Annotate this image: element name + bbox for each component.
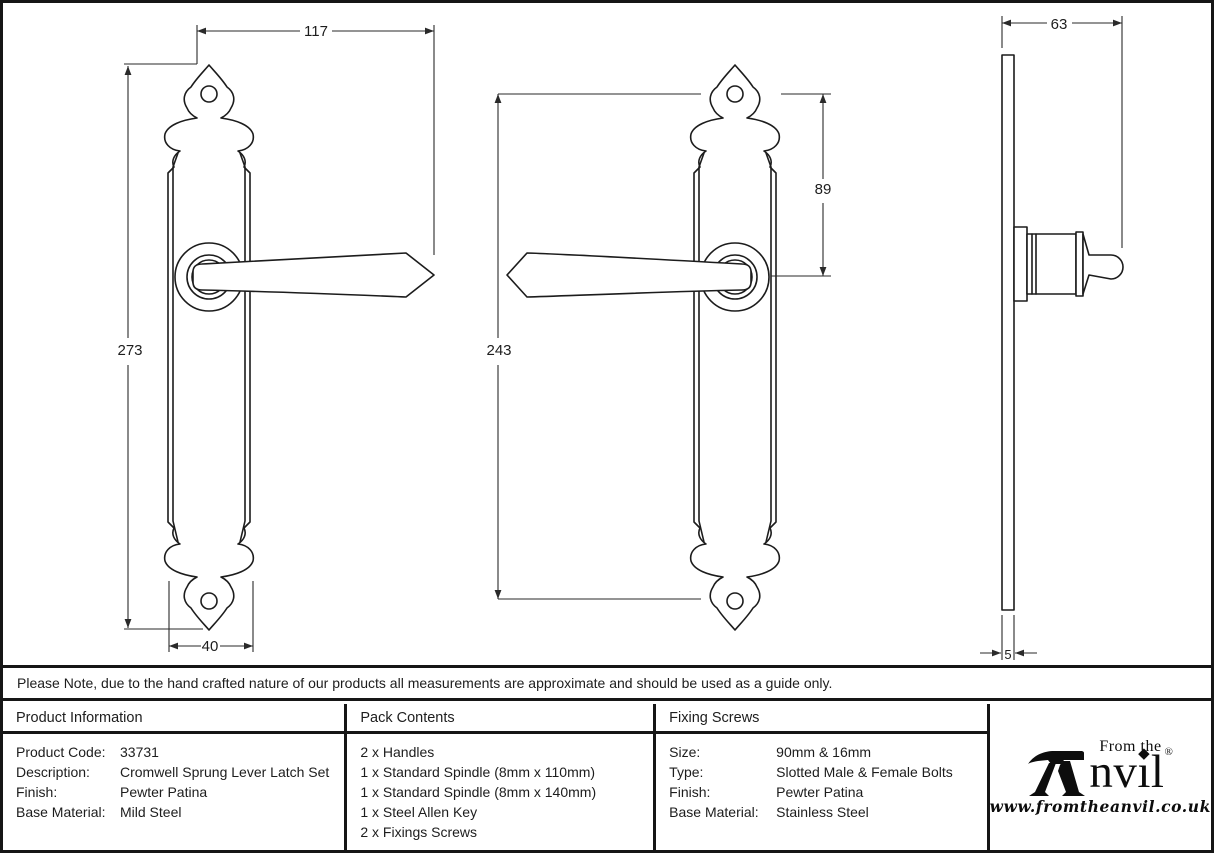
note-bar: Please Note, due to the hand crafted nat… — [3, 668, 1211, 701]
logo-wordmark: nv◆ıl® — [1089, 746, 1174, 798]
front-view-lever-right: 117 273 40 — [117, 23, 435, 655]
row-value: Mild Steel — [120, 804, 182, 820]
table-row: Description: Cromwell Sprung Lever Latch… — [16, 762, 344, 782]
anvil-icon — [1028, 751, 1086, 796]
hub-cylinder — [1026, 233, 1077, 295]
row-value: 33731 — [120, 744, 159, 760]
table-row: Size: 90mm & 16mm — [669, 742, 986, 762]
backplate-side — [1001, 54, 1015, 611]
row-label: Base Material: — [16, 804, 106, 820]
row-label: Size: — [669, 744, 701, 760]
fixing-screws-column: Fixing Screws Size: 90mm & 16mm Type: Sl… — [656, 704, 990, 850]
lever-handle — [192, 252, 435, 298]
row-value: Pewter Patina — [120, 784, 208, 800]
dim-thickness-label: 5 — [1004, 647, 1011, 662]
hub-collar — [1013, 226, 1028, 302]
front-view-lever-left: 243 89 — [486, 64, 832, 631]
list-item: 2 x Fixings Screws — [360, 824, 478, 840]
row-value: 90mm & 16mm — [776, 744, 872, 760]
table-row: Product Code: 33731 — [16, 742, 344, 762]
list-item: 2 x Handles — [360, 744, 435, 760]
row-label: Description: — [16, 764, 90, 780]
dim-plate-width-label: 40 — [202, 638, 219, 655]
row-value: Stainless Steel — [776, 804, 869, 820]
row-label: Finish: — [16, 784, 58, 800]
registered-mark: ® — [1164, 746, 1174, 758]
fixing-screws-header: Fixing Screws — [656, 704, 987, 734]
dim-overall-width-label: 117 — [304, 23, 328, 40]
list-item: 1 x Standard Spindle (8mm x 110mm) — [360, 764, 596, 780]
lever-handle — [506, 252, 752, 298]
dim-screw-centres-label: 243 — [486, 342, 511, 359]
row-label: Base Material: — [669, 804, 759, 820]
brand-logo-cell: From the nv◆ıl® www.fromtheanvil.co.uk — [990, 704, 1211, 850]
dim-overall-height-label: 273 — [117, 342, 142, 359]
from-the-anvil-logo: From the nv◆ıl® www.fromtheanvil.co.uk — [990, 738, 1211, 816]
product-information-header: Product Information — [3, 704, 345, 734]
technical-drawing-area: 117 273 40 — [3, 3, 1211, 668]
hub-flange — [1075, 231, 1084, 297]
lever-side — [1082, 233, 1124, 295]
diamond-tittle-icon: ◆ — [1138, 746, 1151, 763]
row-value: Pewter Patina — [776, 784, 864, 800]
drawings-svg: 117 273 40 — [117, 16, 1124, 662]
row-value: Slotted Male & Female Bolts — [776, 764, 953, 780]
row-label: Product Code: — [16, 744, 106, 760]
table-row: Base Material: Stainless Steel — [669, 802, 986, 822]
table-row: Finish: Pewter Patina — [669, 782, 986, 802]
pack-contents-column: Pack Contents 2 x Handles 1 x Standard S… — [347, 704, 657, 850]
info-table: Product Information Product Code: 33731 … — [3, 704, 1211, 850]
table-row: Type: Slotted Male & Female Bolts — [669, 762, 986, 782]
row-label: Finish: — [669, 784, 711, 800]
dim-projection-label: 63 — [1051, 16, 1068, 33]
row-label: Type: — [669, 764, 704, 780]
note-text: Please Note, due to the hand crafted nat… — [17, 675, 833, 691]
list-item: 1 x Steel Allen Key — [360, 804, 478, 820]
row-value: Cromwell Sprung Lever Latch Set — [120, 764, 330, 780]
logo-url: www.fromtheanvil.co.uk — [989, 797, 1211, 816]
side-view: 63 5 — [980, 16, 1124, 662]
dim-top-to-spindle-label: 89 — [815, 181, 832, 198]
list-item: 1 x Standard Spindle (8mm x 140mm) — [360, 784, 597, 800]
product-information-column: Product Information Product Code: 33731 … — [3, 704, 348, 850]
logo-tagline: From the — [1099, 738, 1162, 755]
table-row: Finish: Pewter Patina — [16, 782, 344, 802]
pack-contents-header: Pack Contents — [347, 704, 654, 734]
table-row: Base Material: Mild Steel — [16, 802, 344, 822]
